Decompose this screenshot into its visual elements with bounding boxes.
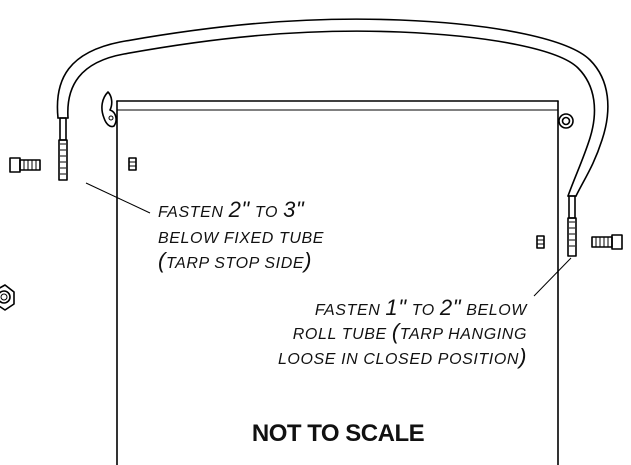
bolt-left — [9, 157, 41, 173]
callout-roll-tube-line2: ROLL TUBE (TARP HANGING — [293, 319, 527, 344]
not-to-scale-label: NOT TO SCALE — [252, 420, 425, 447]
callout-roll-tube-line1: FASTEN 1" TO 2" BELOW — [315, 295, 528, 320]
hex-nut — [0, 284, 15, 311]
leader-line-roll-tube — [533, 257, 572, 297]
bolt-right — [591, 234, 623, 250]
nut-left — [128, 157, 137, 171]
leader-line-fixed-tube — [85, 182, 151, 214]
bow-tube — [56, 18, 609, 197]
callout-roll-tube-line3: LOOSE IN CLOSED POSITION) — [278, 344, 527, 369]
tarp-panel — [116, 100, 559, 465]
tarp-stop-hook — [101, 91, 117, 128]
roll-tube-ring — [558, 113, 574, 129]
right-bow-stud — [567, 195, 577, 257]
nut-right — [536, 235, 545, 249]
callout-fixed-tube-line1: FASTEN 2" TO 3" — [158, 197, 305, 222]
left-bow-stud — [58, 117, 68, 181]
callout-fixed-tube-line2: BELOW FIXED TUBE — [158, 230, 324, 247]
callout-fixed-tube-line3: (TARP STOP SIDE) — [158, 248, 312, 273]
